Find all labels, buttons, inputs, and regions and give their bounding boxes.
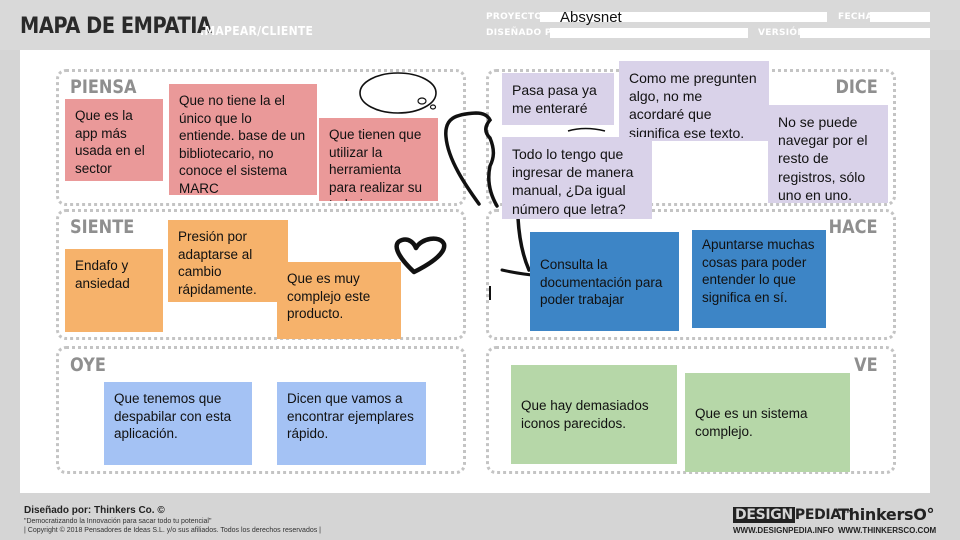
sticky-note-dice-1[interactable]: Pasa pasa ya me enteraré	[502, 73, 614, 125]
project-value: Absysnet	[560, 9, 622, 26]
sticky-note-ve-1[interactable]: Que hay demasiados iconos parecidos.	[511, 365, 677, 464]
sticky-note-oye-2[interactable]: Dicen que vamos a encontrar ejemplares r…	[277, 382, 426, 465]
footer-designed-by: Diseñado por: Thinkers Co. ©	[24, 505, 165, 516]
sticky-note-siente-2[interactable]: Presión por adaptarse al cambio rápidame…	[168, 220, 288, 302]
quadrant-hace	[486, 209, 896, 340]
date-label: FECHA	[838, 12, 873, 22]
sticky-note-piensa-3[interactable]: Que tienen que utilizar la herramienta p…	[319, 118, 438, 201]
quadrant-ve	[486, 346, 896, 474]
designed-by-field[interactable]	[550, 28, 748, 38]
sticky-note-hace-2[interactable]: Apuntarse muchas cosas para poder entend…	[692, 230, 826, 328]
sticky-note-hace-1[interactable]: Consulta la documentación para poder tra…	[530, 232, 679, 331]
quadrant-label-piensa: PIENSA	[70, 76, 137, 98]
page-title: MAPA DE EMPATIA	[20, 14, 212, 39]
quadrant-label-dice: DICE	[835, 76, 878, 98]
page-subtitle: .MAPEAR/CLIENTE	[200, 24, 314, 38]
sticky-note-dice-3[interactable]: No se puede navegar por el resto de regi…	[768, 105, 888, 203]
quadrant-oye	[56, 346, 466, 474]
sticky-note-dice-2[interactable]: Como me pregunten algo, no me acordaré q…	[619, 61, 769, 141]
date-field[interactable]	[870, 12, 930, 22]
version-field[interactable]	[800, 28, 930, 38]
sticky-note-dice-4[interactable]: Todo lo tengo que ingresar de manera man…	[502, 137, 652, 219]
project-label: PROYECTO	[486, 12, 543, 22]
quadrant-siente	[56, 209, 466, 340]
designpedia-logo-tm: ™	[840, 507, 855, 523]
project-field[interactable]	[540, 12, 827, 22]
quadrant-label-siente: SIENTE	[70, 216, 135, 238]
quadrant-label-hace: HACE	[829, 216, 878, 238]
designed-by-label: DISEÑADO POR	[486, 28, 567, 38]
designpedia-url[interactable]: WWW.DESIGNPEDIA.INFO	[733, 526, 834, 535]
sticky-note-ve-2[interactable]: Que es un sistema complejo.	[685, 373, 850, 472]
version-label: VERSIÓN	[758, 28, 806, 38]
quadrant-label-ve: VE	[854, 354, 878, 376]
sticky-note-siente-1[interactable]: Endafo y ansiedad	[65, 249, 163, 332]
designpedia-logo-pedia: PEDIA	[794, 507, 841, 523]
sticky-note-siente-3[interactable]: Que es muy complejo este producto.	[277, 262, 401, 339]
thinkers-logo: ThinkersO°	[838, 505, 935, 524]
sticky-note-piensa-1[interactable]: Que es la app más usada en el sector	[65, 99, 163, 181]
quadrant-label-oye: OYE	[70, 354, 106, 376]
header-bar	[0, 0, 960, 50]
footer-copyright: | Copyright © 2018 Pensadores de Ideas S…	[24, 527, 322, 534]
sticky-note-oye-1[interactable]: Que tenemos que despabilar con esta apli…	[104, 382, 252, 465]
thinkers-url[interactable]: WWW.THINKERSCO.COM	[838, 526, 937, 535]
footer-tagline: "Democratizando la Innovación para sacar…	[24, 518, 212, 525]
designpedia-logo-design: DESIGN	[733, 507, 795, 523]
sticky-note-piensa-2[interactable]: Que no tiene la el único que lo entiende…	[169, 84, 317, 195]
